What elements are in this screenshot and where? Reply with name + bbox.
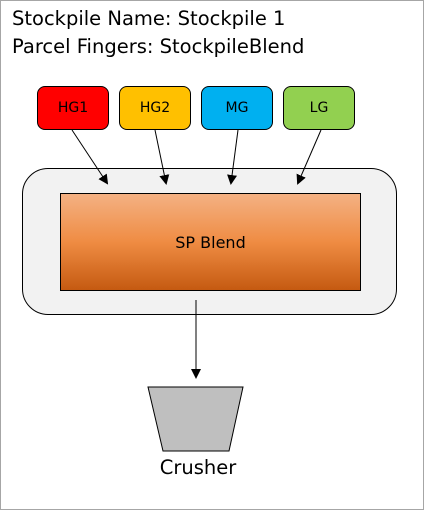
parcel-fingers-label: Parcel Fingers: StockpileBlend — [12, 35, 305, 58]
source-hg2[interactable]: HG2 — [119, 86, 191, 130]
source-mg-label: MG — [225, 100, 249, 116]
source-mg[interactable]: MG — [201, 86, 273, 130]
sp-blend-box[interactable]: SP Blend — [60, 193, 361, 291]
arrow-mg — [227, 129, 239, 185]
arrow-lg — [296, 129, 322, 185]
source-hg1[interactable]: HG1 — [37, 86, 109, 130]
arrow-hg1 — [71, 129, 109, 185]
sp-blend-label: SP Blend — [175, 232, 246, 252]
source-lg[interactable]: LG — [283, 86, 355, 130]
source-lg-label: LG — [309, 100, 329, 116]
crusher-shape — [147, 386, 244, 452]
crusher-label: Crusher — [159, 456, 237, 479]
arrow-hg2 — [154, 129, 170, 185]
source-hg2-label: HG2 — [139, 100, 171, 116]
stockpile-name-label: Stockpile Name: Stockpile 1 — [12, 7, 286, 30]
source-hg1-label: HG1 — [57, 100, 89, 116]
